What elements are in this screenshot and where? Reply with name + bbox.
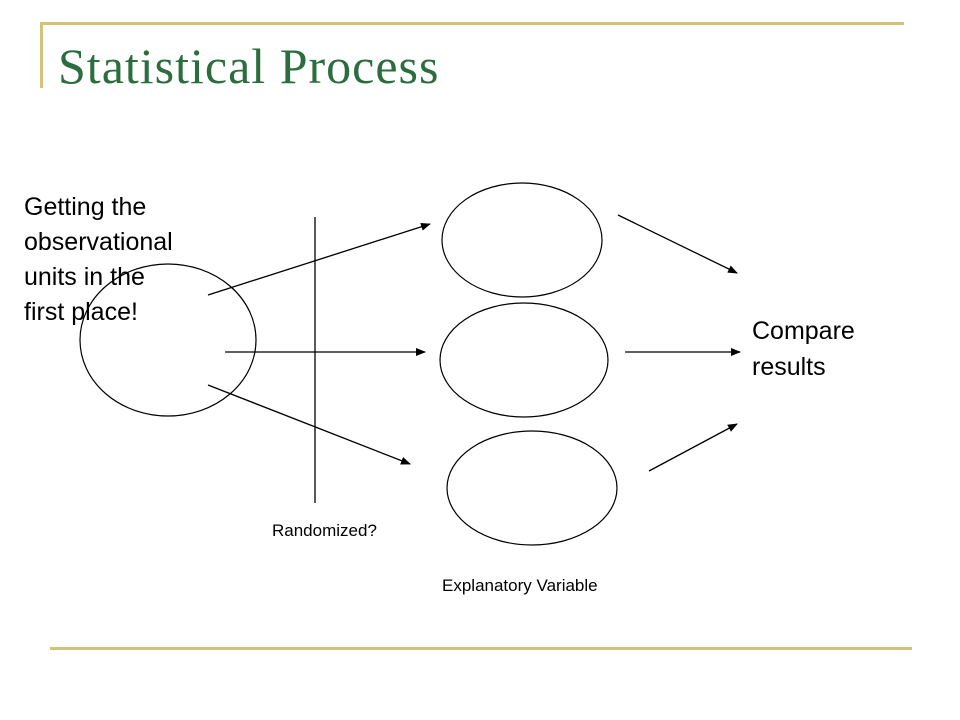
assign-arrow-3 — [207, 384, 411, 465]
group-circle-2 — [439, 302, 609, 418]
explanatory-variable-label: Explanatory Variable — [442, 576, 598, 595]
compare-arrow-3 — [648, 423, 738, 472]
group-circle-1 — [441, 182, 603, 298]
compare-results-label: Compare results — [752, 317, 855, 381]
randomized-label: Randomized? — [272, 521, 377, 540]
top-rule — [40, 22, 904, 25]
group-circle-3 — [446, 430, 618, 546]
compare-arrow-1 — [617, 214, 738, 274]
left-rule — [40, 22, 43, 88]
bottom-rule — [50, 647, 912, 650]
assign-arrow-1 — [207, 222, 431, 296]
source-label: Getting the observational units in the f… — [24, 193, 173, 326]
population-circle — [79, 263, 257, 417]
slide-title: Statistical Process — [58, 38, 440, 94]
